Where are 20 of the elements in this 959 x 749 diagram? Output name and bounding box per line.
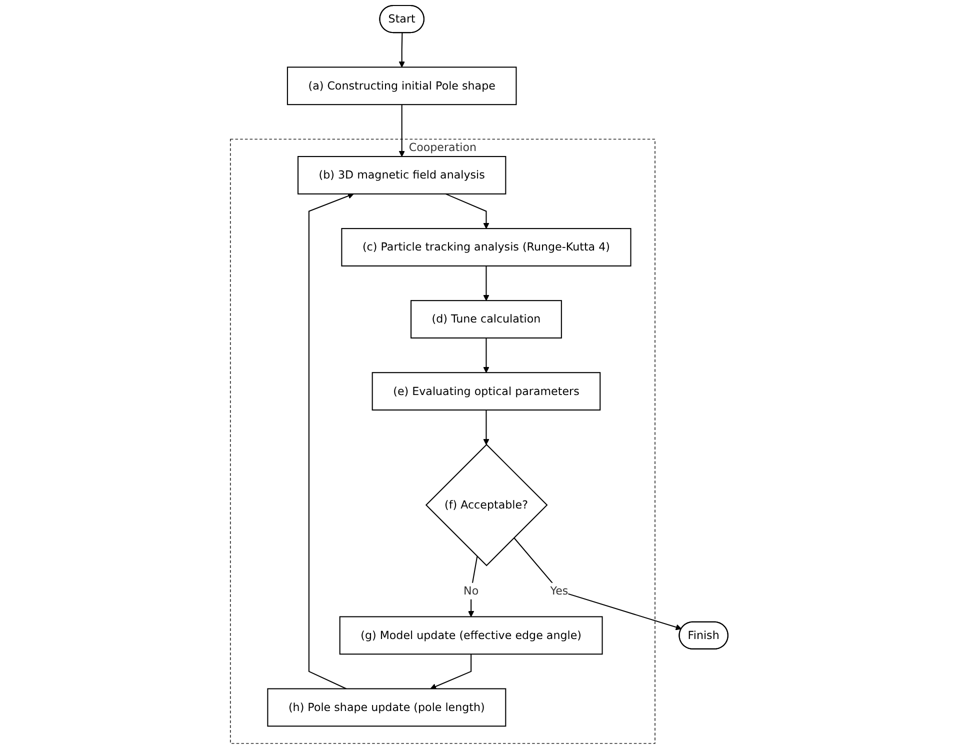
- arrow: [484, 338, 490, 373]
- node-box: (d) Tune calculation: [410, 300, 562, 338]
- arrow: [308, 193, 354, 690]
- node-box: (h) Pole shape update (pole length): [268, 688, 506, 727]
- node-diamond: (f) Acceptable?: [426, 444, 548, 566]
- arrow: [468, 556, 478, 617]
- arrow: [399, 104, 406, 157]
- arrow: [484, 410, 490, 445]
- node-box: (a) Constructing initial Pole shape: [287, 66, 518, 106]
- arrow: [430, 654, 472, 690]
- edge-label: Yes: [550, 584, 568, 598]
- node-box: (b) 3D magnetic field analysis: [298, 156, 507, 194]
- edge-label: No: [464, 584, 479, 598]
- arrow: [484, 266, 490, 301]
- arrow: [514, 537, 682, 630]
- node-box: (e) Evaluating optical parameters: [372, 372, 601, 411]
- arrow: [399, 32, 406, 68]
- node-box: (g) Model update (effective edge angle): [340, 616, 604, 655]
- node-box: (c) Particle tracking analysis (Runge-Kutta 4): [342, 228, 632, 266]
- arrow: [446, 193, 490, 229]
